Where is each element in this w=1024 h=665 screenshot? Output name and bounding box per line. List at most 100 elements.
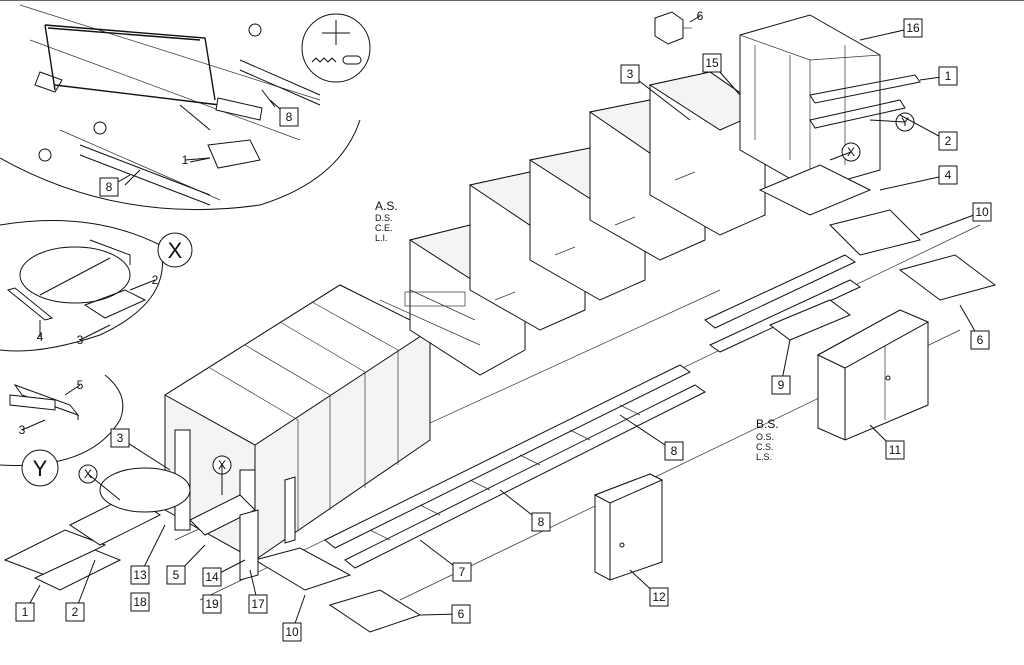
callout-19: 19 [202,594,222,614]
callout-box [282,622,302,642]
callout-box [15,602,35,622]
callout-number: 13 [133,568,147,582]
callout-8: 8 [619,414,684,461]
callout-4: 4 [879,165,958,191]
side-label-as: A.S. D.S. C.E. L.I. [375,199,398,243]
pallet-cart-front [328,589,422,633]
callout-leader-line [21,419,46,431]
callout-number: 2 [945,134,952,148]
callout-number: 4 [37,330,44,344]
callout-6: 6 [419,604,471,624]
callout-Y: Y [869,115,909,129]
callout-16: 16 [859,18,923,41]
callout-number: 5 [77,378,84,392]
callout-12: 12 [629,569,669,607]
callout-17: 17 [248,569,268,614]
pallet-rails [324,254,861,569]
callout-leader-line [79,324,111,341]
callout-6: 6 [689,9,704,23]
callout-number: 2 [152,273,159,287]
callout-leader-line [129,279,156,291]
side-as-line: C.E. [375,223,393,233]
callout-number: 10 [285,625,299,639]
callout-number: 3 [627,67,634,81]
press-machine [3,14,997,633]
callout-4: 4 [37,320,44,344]
callout-2: 2 [899,114,958,151]
callout-leader-line [919,211,983,236]
printing-units [379,71,767,376]
feeder-unit [739,14,921,216]
callout-number: 3 [19,423,26,437]
callout-number: X [847,145,855,159]
saw-detail-view [0,4,361,211]
callout-X: X [218,458,226,495]
callout-box [972,202,992,222]
cabinet-11 [816,309,930,441]
callout-3: 3 [19,419,46,437]
side-bs-line: L.S. [756,452,772,462]
callout-number: 12 [652,590,666,604]
callout-box [166,565,186,585]
callout-number: 15 [705,56,719,70]
callout-box [649,587,669,607]
callout-box [664,441,684,461]
callout-13: 13 [130,524,166,585]
callout-box [885,440,905,460]
callout-number: 2 [72,605,79,619]
callout-number: 8 [671,444,678,458]
callout-10: 10 [282,594,306,642]
callout-3: 3 [77,324,111,347]
callout-box [279,107,299,127]
callout-box [202,594,222,614]
callout-number: 6 [458,607,465,621]
callout-number: X [218,458,226,472]
callout-number: X [84,467,92,481]
callout-number: 1 [182,153,189,167]
callout-box [620,64,640,84]
callout-box [248,594,268,614]
callout-leader-line [879,174,949,191]
callout-1: 1 [919,66,958,86]
callout-number: 18 [133,595,147,609]
callout-leader-line [829,151,852,161]
callout-8: 8 [269,99,299,127]
callout-9: 9 [771,339,791,395]
callout-number: 10 [975,205,989,219]
callout-number: 5 [173,568,180,582]
cut-symbol-detail [301,13,371,83]
callout-number: Y [901,115,909,129]
callout-5: 5 [64,378,84,396]
callout-number: 6 [977,333,984,347]
callout-box [452,562,472,582]
callout-box [451,604,471,624]
callout-number: 6 [697,9,704,23]
side-as-title: A.S. [375,199,398,213]
side-bs-line: C.S. [756,442,774,452]
callout-number: 1 [22,605,29,619]
detail-x-view: X [0,220,193,352]
callout-6: 6 [959,304,990,350]
callout-leader-line [689,15,701,23]
callout-number: 9 [778,378,785,392]
callout-14: 14 [202,559,246,587]
callout-3: 3 [620,64,691,121]
callout-box [938,131,958,151]
side-label-bs: B.S. O.S. C.S. L.S. [756,417,779,462]
callout-number: 8 [106,180,113,194]
callout-1: 1 [182,153,211,167]
side-as-line: L.I. [375,233,388,243]
callout-18: 18 [130,592,150,612]
callout-box [110,428,130,448]
callout-box [130,592,150,612]
callout-number: 8 [286,110,293,124]
callout-box [903,18,923,38]
callout-number: 3 [77,333,84,347]
callout-number: 17 [251,597,265,611]
detail-y-label: Y [33,456,48,481]
detail-x-label: X [168,238,183,263]
callout-box [938,165,958,185]
callout-number: 1 [945,69,952,83]
callout-3: 3 [110,428,171,471]
callout-2: 2 [65,559,96,622]
